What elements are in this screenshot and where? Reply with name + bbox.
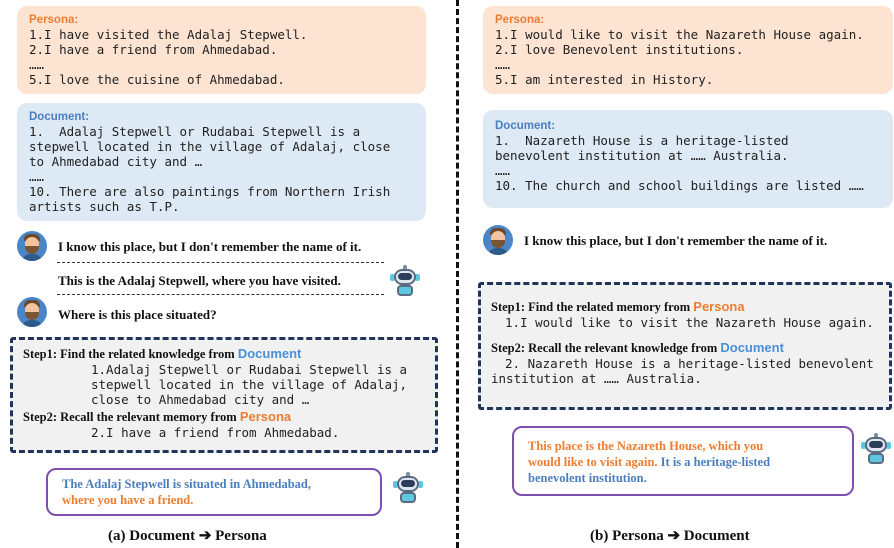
robot-icon	[390, 265, 420, 297]
user-avatar-icon	[483, 225, 513, 255]
left-step2-title: Step2: Recall the relevant memory from P…	[23, 409, 292, 424]
left-document-line-3: to Ahmedabad city and …	[29, 154, 203, 169]
left-answer-text-2: where you have a friend.	[62, 493, 194, 507]
robot-icon	[393, 472, 423, 504]
left-step1-line-1: 1.Adalaj Stepwell or Rudabai Stepwell is…	[91, 362, 408, 377]
right-persona-line-2: 2.I love Benevolent institutions.	[495, 42, 744, 57]
left-step2-line-1: 2.I have a friend from Ahmedabad.	[91, 425, 340, 440]
right-reasoning-steps-box: Step1: Find the related memory from Pers…	[478, 282, 892, 410]
left-persona-heading: Persona:	[29, 14, 79, 26]
right-persona-line-4: 5.I am interested in History.	[495, 72, 714, 87]
right-answer-text-1: This place is the Nazareth House, which …	[528, 439, 764, 453]
left-dialogue-separator-top	[57, 262, 384, 263]
right-document-line-2: benevolent institution at …… Australia.	[495, 148, 789, 163]
right-persona-heading: Persona:	[495, 14, 545, 26]
right-document-heading: Document:	[495, 120, 556, 132]
right-document-box: Document: 1. Nazareth House is a heritag…	[483, 110, 893, 208]
panel-divider	[456, 0, 459, 548]
left-reasoning-steps-box: Step1: Find the related knowledge from D…	[10, 337, 438, 453]
left-document-line-5: 10. There are also paintings from Northe…	[29, 184, 391, 199]
right-answer-text-2: would like to visit again.	[528, 455, 658, 469]
left-document-line-6: artists such as T.P.	[29, 199, 180, 214]
left-step1-line-3: close to Ahmedabad city and …	[91, 392, 310, 407]
left-caption: (a) Document ➔ Persona	[108, 528, 267, 544]
right-persona-box: Persona: 1.I would like to visit the Naz…	[483, 6, 893, 94]
left-persona-line-2: 2.I have a friend from Ahmedabad.	[29, 42, 278, 57]
right-step1-keyword: Persona	[693, 299, 745, 314]
left-document-line-1: 1. Adalaj Stepwell or Rudabai Stepwell i…	[29, 124, 361, 139]
user-avatar-icon	[17, 297, 47, 327]
right-document-line-1: 1. Nazareth House is a heritage-listed	[495, 133, 789, 148]
right-document-line-3: ……	[495, 163, 511, 178]
right-answer-bubble: This place is the Nazareth House, which …	[512, 426, 854, 496]
right-answer-text-4: benevolent institution.	[528, 471, 647, 485]
left-user-utterance-2: Where is this place situated?	[58, 307, 217, 322]
left-bot-utterance-1: This is the Adalaj Stepwell, where you h…	[58, 273, 341, 288]
right-step2-line-1: 2. Nazareth House is a heritage-listed b…	[505, 356, 874, 371]
left-persona-line-4: 5.I love the cuisine of Ahmedabad.	[29, 72, 285, 87]
left-step2-keyword: Persona	[239, 409, 292, 424]
left-user-utterance-1: I know this place, but I don't remember …	[58, 239, 362, 254]
right-step2-title: Step2: Recall the relevant knowledge fro…	[491, 340, 784, 355]
left-step1-title: Step1: Find the related knowledge from D…	[23, 346, 302, 361]
right-user-utterance-1: I know this place, but I don't remember …	[524, 233, 828, 248]
left-persona-box: Persona: 1.I have visited the Adalaj Ste…	[17, 6, 426, 94]
left-dialogue-separator-bottom	[57, 294, 384, 295]
left-persona-line-1: 1.I have visited the Adalaj Stepwell.	[29, 27, 308, 42]
left-persona-line-3: ……	[29, 57, 45, 72]
right-persona-line-1: 1.I would like to visit the Nazareth Hou…	[495, 27, 864, 42]
right-caption: (b) Persona ➔ Document	[590, 528, 750, 544]
left-step1-line-2: stepwell located in the village of Adala…	[91, 377, 408, 392]
right-persona-line-3: ……	[495, 57, 511, 72]
right-step2-line-2: institution at …… Australia.	[491, 371, 702, 386]
right-answer-text-3: It is a heritage-listed	[657, 455, 771, 469]
left-document-line-4: ……	[29, 169, 45, 184]
left-step1-keyword: Document	[237, 346, 302, 361]
left-document-line-2: stepwell located in the village of Adala…	[29, 139, 391, 154]
robot-icon	[861, 433, 891, 465]
right-step1-title: Step1: Find the related memory from Pers…	[491, 299, 745, 314]
right-step2-keyword: Document	[720, 340, 784, 355]
left-answer-bubble: The Adalaj Stepwell is situated in Ahmed…	[46, 468, 382, 516]
right-step1-line-1: 1.I would like to visit the Nazareth Hou…	[505, 315, 874, 330]
user-avatar-icon	[17, 231, 47, 261]
right-document-line-4: 10. The church and school buildings are …	[495, 178, 864, 193]
left-document-heading: Document:	[29, 111, 90, 123]
left-document-box: Document: 1. Adalaj Stepwell or Rudabai …	[17, 103, 426, 221]
left-answer-text-1: The Adalaj Stepwell is situated in Ahmed…	[62, 477, 312, 491]
